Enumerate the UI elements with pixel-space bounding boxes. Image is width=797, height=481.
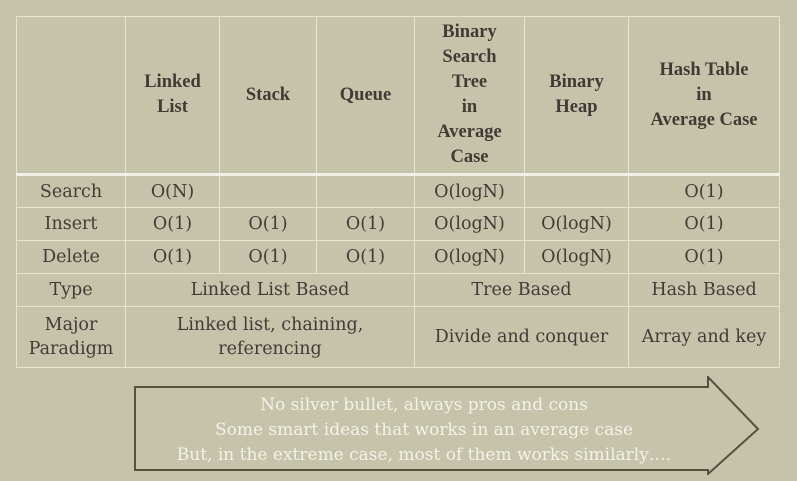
paradigm-linked: Linked list, chaining,referencing [125,306,415,368]
summary-banner: No silver bullet, always pros and cons S… [134,376,760,475]
banner-line-1: No silver bullet, always pros and cons [260,395,588,415]
row-label: Insert [16,207,126,241]
cell: O(N) [125,174,220,208]
paradigm-hash: Array and key [628,306,780,368]
cell: O(logN) [524,240,629,274]
header-corner [16,16,126,176]
cell: O(1) [125,240,220,274]
banner-line-2: Some smart ideas that works in an averag… [214,420,634,440]
cell: O(logN) [524,207,629,241]
row-label: Search [16,174,126,208]
cell [316,174,415,208]
cell: O(logN) [414,174,525,208]
cell: O(logN) [414,207,525,241]
type-linked-list-based: Linked List Based [125,273,415,307]
paradigm-tree: Divide and conquer [414,306,629,368]
cell: O(1) [628,207,780,241]
header-queue: Queue [316,16,415,176]
row-delete: Delete O(1) O(1) O(1) O(logN) O(logN) O(… [16,240,780,274]
cell: O(1) [219,207,317,241]
cell: O(1) [316,240,415,274]
row-label: Type [16,273,126,307]
type-tree-based: Tree Based [414,273,629,307]
type-hash-based: Hash Based [628,273,780,307]
cell: O(1) [316,207,415,241]
cell: O(logN) [414,240,525,274]
cell: O(1) [219,240,317,274]
cell [524,174,629,208]
row-label: Delete [16,240,126,274]
row-search: Search O(N) O(logN) O(1) [16,174,780,208]
cell [219,174,317,208]
header-stack: Stack [219,16,317,176]
arrow-shape [134,376,760,475]
cell: O(1) [125,207,220,241]
row-type: Type Linked List Based Tree Based Hash B… [16,273,780,307]
cell: O(1) [628,174,780,208]
banner-line-3: But, in the extreme case, most of them w… [176,445,672,465]
cell: O(1) [628,240,780,274]
row-insert: Insert O(1) O(1) O(1) O(logN) O(logN) O(… [16,207,780,241]
